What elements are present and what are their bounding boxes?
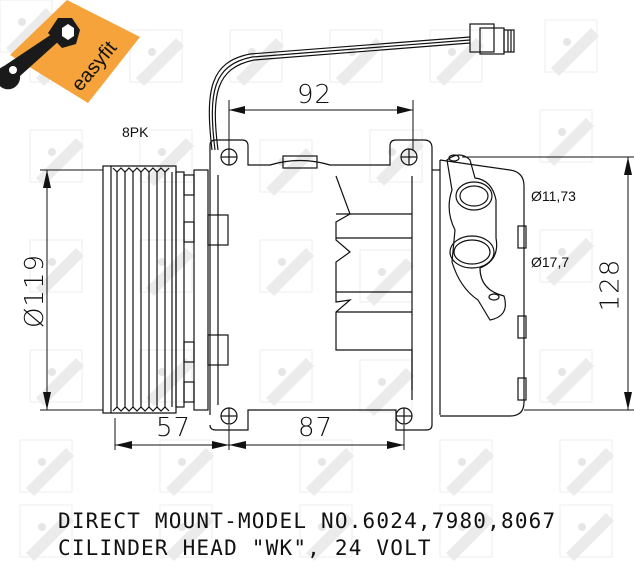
pulley bbox=[102, 165, 185, 414]
port-small-diameter: Ø11,73 bbox=[531, 188, 576, 204]
wrench-icon bbox=[0, 18, 80, 90]
port-large-diameter: Ø17,7 bbox=[531, 254, 570, 270]
belt-type-label: 8PK bbox=[122, 124, 149, 140]
dimension-87: 87 bbox=[298, 413, 334, 443]
rear-head bbox=[439, 154, 527, 417]
dimension-arrows bbox=[43, 106, 632, 449]
sensor-wire bbox=[208, 23, 515, 151]
dimension-lines bbox=[40, 100, 634, 450]
clutch-plate bbox=[183, 169, 229, 411]
dimension-57: 57 bbox=[156, 413, 192, 443]
compressor-body bbox=[209, 139, 440, 431]
dimension-128: 128 bbox=[595, 258, 626, 312]
easyfit-logo bbox=[0, 0, 140, 103]
dimension-pulley-diameter: Ø119 bbox=[20, 253, 51, 329]
dimension-92: 92 bbox=[297, 80, 333, 110]
caption-line-1: DIRECT MOUNT-MODEL NO.6024,7980,8067 bbox=[58, 509, 557, 533]
caption-line-2: CILINDER HEAD "WK", 24 VOLT bbox=[58, 536, 432, 560]
